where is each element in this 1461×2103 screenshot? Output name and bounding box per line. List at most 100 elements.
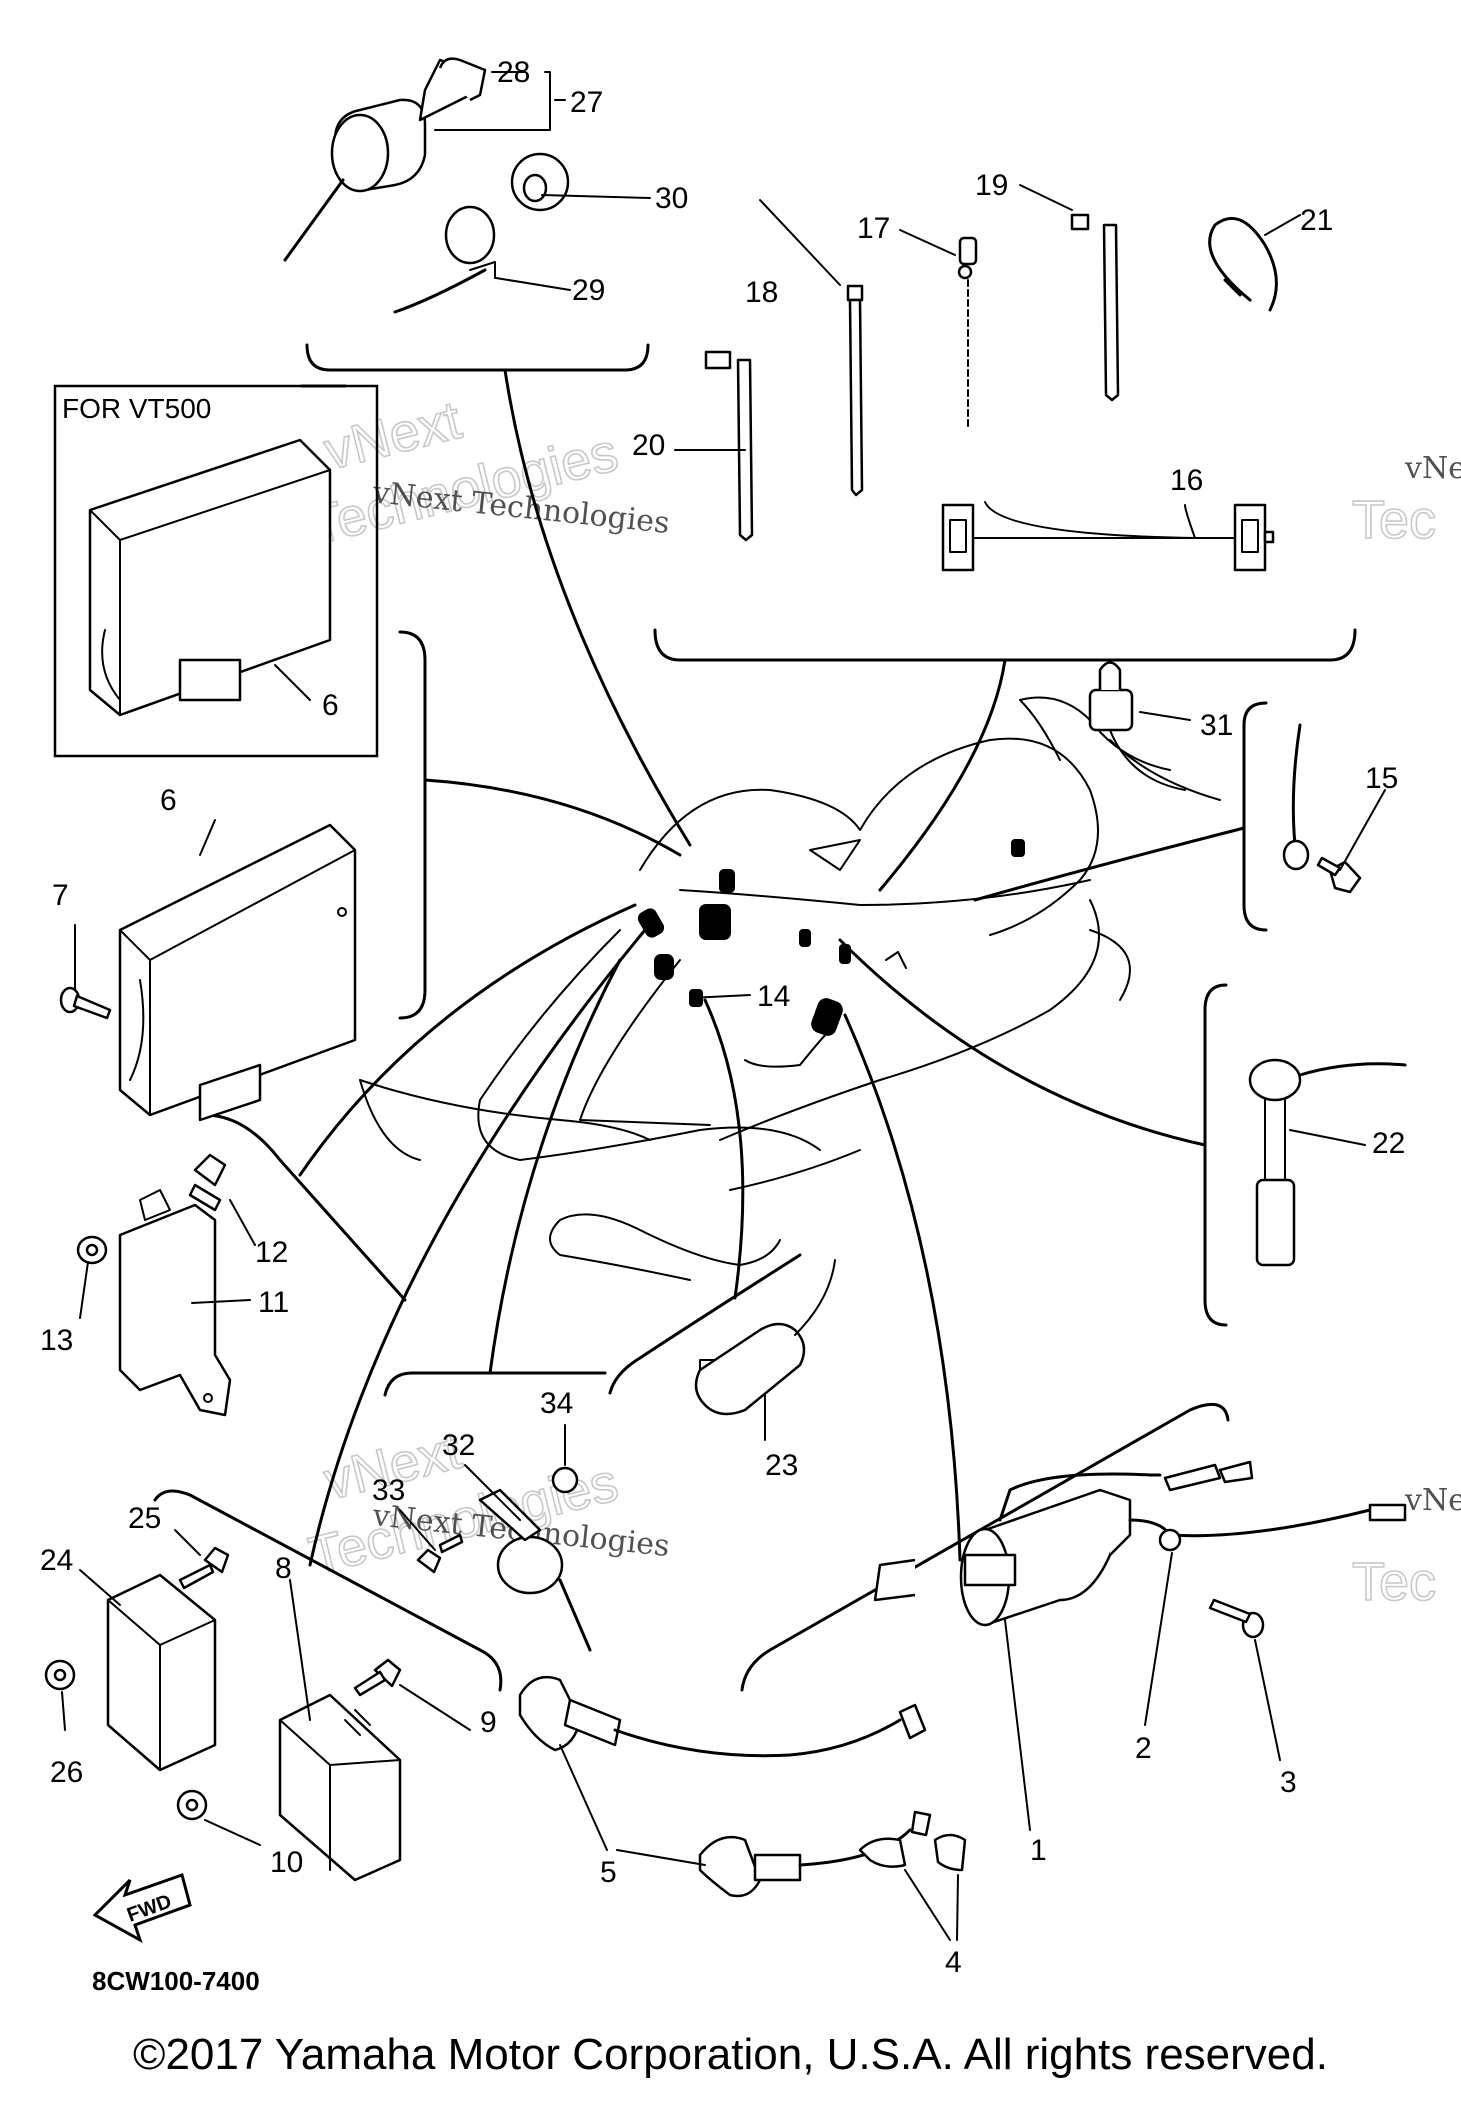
cable-tie-18 (846, 284, 864, 497)
hull-side (477, 929, 821, 1161)
wire-coil-to-harness (843, 1013, 962, 1562)
callout-18: 18 (745, 276, 778, 309)
harness-connector-7 (799, 929, 811, 947)
ignition-coil-1 (873, 1460, 1407, 1627)
callout-numbers: 1 2 3 4 5 6 6 7 8 9 10 11 12 13 14 15 16… (40, 56, 1405, 1979)
hull-handle (809, 839, 861, 871)
stop-switch-29 (393, 205, 496, 314)
wire-switch-to-harness (503, 368, 692, 847)
callout-16: 16 (1170, 464, 1203, 497)
wire-sensor-to-harness (838, 938, 1207, 1147)
nut-34 (551, 1466, 579, 1494)
bracket-ecu (398, 630, 427, 1020)
watermark-edge-4: Tec (1352, 1552, 1436, 1612)
screw-3 (1208, 1598, 1265, 1639)
watermark-edge-2: Tec (1352, 490, 1436, 550)
diagram-code: 8CW100-7400 (92, 1966, 260, 1996)
bolt-12 (188, 1153, 227, 1212)
regulator-24 (106, 1573, 217, 1772)
nut-13 (76, 1235, 108, 1265)
wire-capacitor-to-harness (703, 998, 745, 1300)
bracket-capacitor-23 (608, 1253, 802, 1395)
callout-23: 23 (765, 1449, 798, 1482)
nut-26 (44, 1659, 76, 1691)
harness-branch-3 (885, 951, 907, 969)
harness-connector-2 (654, 954, 674, 980)
capacitor-23 (694, 1259, 836, 1416)
callout-22: 22 (1372, 1127, 1405, 1160)
callout-30: 30 (655, 182, 688, 215)
callout-29: 29 (572, 274, 605, 307)
callout-27: 27 (570, 86, 603, 119)
callout-34: 34 (540, 1387, 573, 1420)
callout-26: 26 (50, 1756, 83, 1789)
hull-bow (359, 1079, 421, 1161)
ecu-vt500-6 (88, 438, 332, 717)
hull-rear-2 (1089, 929, 1131, 1001)
hull-gunwale (359, 1079, 651, 1141)
watermark-edge-3: vNe (1404, 1483, 1461, 1518)
lanyard-clip-30 (510, 152, 570, 212)
copyright-notice: ©2017 Yamaha Motor Corporation, U.S.A. A… (133, 2030, 1328, 2079)
callout-15: 15 (1365, 762, 1398, 795)
cable-tie-20 (704, 350, 754, 542)
callout-32: 32 (442, 1429, 475, 1462)
rectifier-8 (278, 1693, 402, 1882)
callout-21: 21 (1300, 204, 1333, 237)
harness-connector-5 (811, 998, 843, 1036)
callout-6a: 6 (322, 689, 339, 722)
callout-6b: 6 (160, 784, 177, 817)
plug-cap-5 (518, 1675, 932, 1898)
callout-20: 20 (632, 429, 665, 462)
wire-clips-to-harness (878, 658, 1007, 892)
fwd-arrow-icon (92, 1873, 192, 1944)
harness-connector-4 (719, 869, 735, 893)
leader-lines (61, 71, 1386, 1941)
callout-3: 3 (1280, 1766, 1297, 1799)
clamp-band-16 (941, 503, 1275, 572)
bracket-sensor-22 (1203, 983, 1228, 1327)
hull-top (639, 737, 1099, 936)
screw-7 (59, 986, 112, 1020)
vt500-inset-label: FOR VT500 (62, 393, 211, 424)
callout-14: 14 (757, 980, 790, 1013)
callout-5: 5 (600, 1856, 617, 1889)
harness-connector-8 (1011, 839, 1025, 857)
callout-4: 4 (945, 1946, 962, 1979)
hull-seat-2 (549, 1219, 691, 1281)
hull-deck (679, 879, 1091, 906)
hull-outline (359, 696, 1221, 1281)
main-switch-27 (283, 57, 487, 262)
bracket-bolt-15 (1242, 701, 1268, 932)
wire-bolt-to-harness (973, 826, 1246, 902)
callout-12: 12 (255, 1236, 288, 1269)
callout-9: 9 (480, 1706, 497, 1739)
switch-31 (1088, 661, 1186, 791)
nut-10 (176, 1789, 208, 1821)
vt500-inset: FOR VT500 (53, 384, 379, 758)
fwd-arrow: FWD (92, 1873, 192, 1944)
harness-connector-6 (839, 944, 851, 964)
vt500-inset-frame (53, 384, 379, 758)
callout-33: 33 (372, 1474, 405, 1507)
callout-28: 28 (497, 56, 530, 89)
harness-connector-main (699, 904, 731, 940)
clip-17 (957, 236, 978, 431)
harness-connector-1 (637, 908, 665, 938)
bracket-switch-32 (383, 1371, 607, 1397)
hull-rear (719, 899, 1100, 1141)
callout-8: 8 (275, 1552, 292, 1585)
callout-10: 10 (270, 1846, 303, 1879)
wire-ecu-to-harness (423, 778, 682, 857)
callout-2: 2 (1135, 1732, 1152, 1765)
harness-branch (579, 959, 711, 1126)
sensor-22 (1248, 1058, 1407, 1267)
switch-32 (478, 1488, 592, 1652)
callout-25: 25 (128, 1502, 161, 1535)
callout-31: 31 (1200, 709, 1233, 742)
hull-line-3 (729, 1149, 861, 1191)
hull-wire-31 (1109, 739, 1221, 801)
watermark-edge-1: vNe (1404, 451, 1461, 486)
module-11 (118, 1189, 232, 1417)
